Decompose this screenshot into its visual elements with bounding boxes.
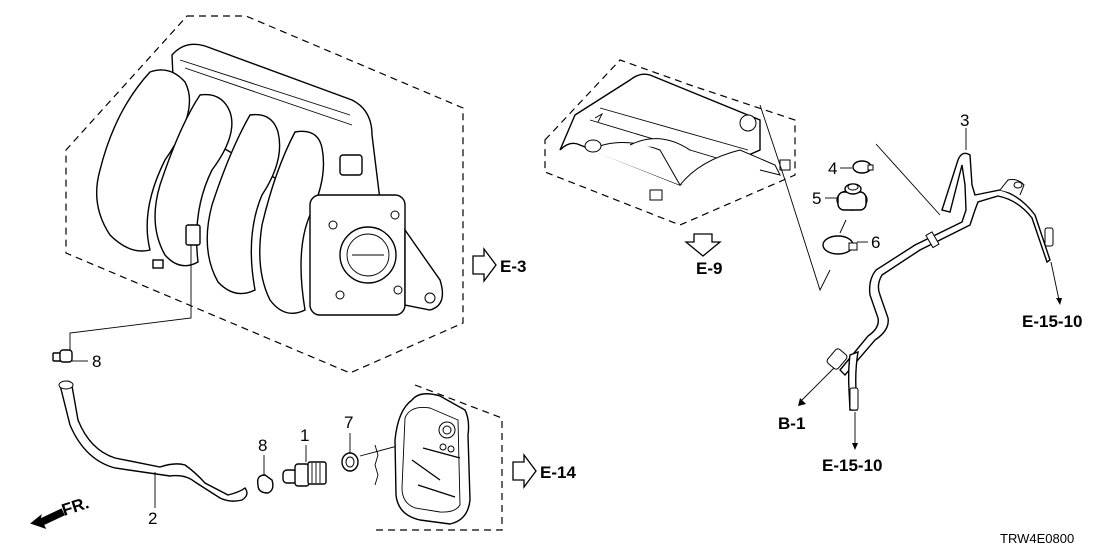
leader-arrows — [798, 261, 1062, 450]
callout-2: 2 — [148, 509, 157, 528]
svg-text:E-3: E-3 — [500, 257, 526, 276]
clamp-4[interactable]: 4 — [828, 159, 874, 178]
o-ring[interactable]: 7 — [341, 413, 451, 472]
manifold-sensor — [185, 224, 201, 246]
callout-4: 4 — [828, 159, 837, 178]
grommet-5[interactable]: 5 — [812, 183, 868, 211]
arrow-front-icon — [30, 508, 65, 529]
clamp-6[interactable]: 6 — [822, 219, 880, 255]
callout-5: 5 — [812, 189, 821, 208]
arrow-right-icon — [472, 247, 497, 283]
svg-text:E-9: E-9 — [696, 259, 722, 278]
callout-1: 1 — [300, 426, 309, 445]
ref-e14[interactable]: E-14 — [512, 453, 576, 489]
head-cover-assembly[interactable] — [559, 73, 791, 201]
manifold-dashed-boundary — [65, 15, 464, 374]
ref-b1[interactable]: B-1 — [778, 414, 805, 433]
breather-pipe[interactable]: 3 — [826, 111, 1054, 411]
callout-6: 6 — [871, 233, 880, 252]
arrow-right-icon — [512, 453, 537, 489]
pcv-valve[interactable]: 1 — [282, 426, 327, 487]
separator-cover-group[interactable] — [374, 384, 503, 531]
ref-e1510-right[interactable]: E-15-10 — [1022, 312, 1082, 331]
callout-3: 3 — [960, 111, 969, 130]
callout-8-upper: 8 — [92, 352, 101, 371]
intake-manifold-group[interactable] — [65, 15, 464, 374]
hose-clip-lower[interactable]: 8 — [256, 436, 274, 494]
hose-clip-upper[interactable]: 8 — [52, 349, 101, 371]
intake-manifold[interactable] — [95, 43, 444, 316]
diagram-code: TRW4E0800 — [1000, 531, 1074, 546]
svg-text:FR.: FR. — [59, 493, 91, 520]
head-cover-group[interactable] — [544, 59, 796, 226]
ref-e3[interactable]: E-3 — [472, 247, 526, 283]
ref-e1510-bottom[interactable]: E-15-10 — [822, 456, 882, 475]
ref-e9[interactable]: E-9 — [684, 233, 722, 278]
arrow-down-icon — [684, 233, 722, 257]
front-indicator: FR. — [30, 493, 91, 529]
callout-8-lower: 8 — [258, 436, 267, 455]
pcv-hose[interactable]: 2 — [58, 380, 248, 528]
svg-text:E-14: E-14 — [540, 463, 576, 482]
callout-7: 7 — [344, 413, 353, 432]
